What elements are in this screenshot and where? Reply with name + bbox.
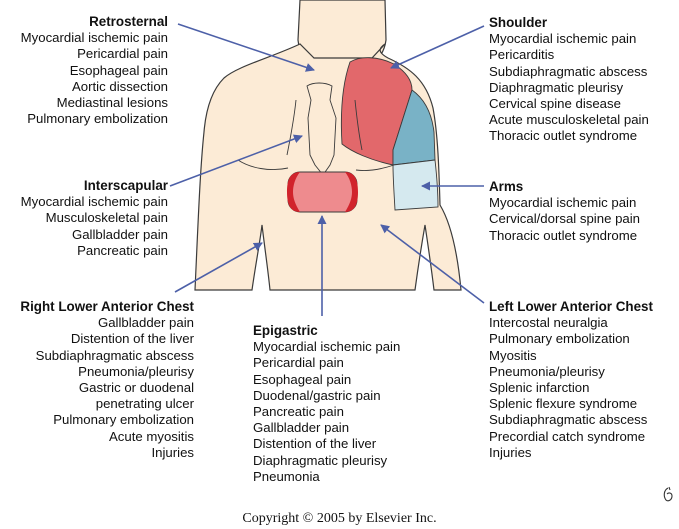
epigastric-block: Epigastric Myocardial ischemic pain Peri… xyxy=(253,323,400,485)
arms-block: Arms Myocardial ischemic pain Cervical/d… xyxy=(489,179,640,244)
arms-title: Arms xyxy=(489,179,524,194)
epigastric-cause: Duodenal/gastric pain xyxy=(253,387,381,403)
right-lower-chest-cause: Gastric or duodenal xyxy=(78,380,194,396)
sternum-outline xyxy=(306,82,337,176)
torso-illustration xyxy=(169,0,485,316)
arms-cause: Cervical/dorsal spine pain xyxy=(489,211,640,227)
left-lower-chest-cause: Intercostal neuralgia xyxy=(489,315,608,331)
right-lower-chest-cause: penetrating ulcer xyxy=(95,396,194,412)
chest-line-right xyxy=(354,99,363,151)
right-lower-chest-cause: Pulmonary embolization xyxy=(53,412,194,428)
shoulder-block: Shoulder Myocardial ischemic pain Perica… xyxy=(489,15,649,145)
retrosternal-cause: Pulmonary embolization xyxy=(27,111,168,127)
interscapular-cause: Myocardial ischemic pain xyxy=(20,194,168,210)
shoulder-cause: Myocardial ischemic pain xyxy=(489,31,637,47)
signature-mark-icon xyxy=(663,486,673,502)
left-lower-chest-cause: Pulmonary embolization xyxy=(489,331,630,347)
shoulder-arrow xyxy=(390,25,485,69)
retrosternal-arrow xyxy=(177,23,315,72)
shoulder-cause: Pericarditis xyxy=(489,47,555,63)
left-lower-chest-cause: Myositis xyxy=(489,347,537,363)
epigastric-cause: Pneumonia xyxy=(253,468,320,484)
chest-line-left xyxy=(286,99,297,156)
right-lower-chest-arrow xyxy=(174,242,263,293)
epigastric-pain-region xyxy=(287,171,358,213)
epigastric-cause: Gallbladder pain xyxy=(253,420,350,436)
epigastric-cause: Distention of the liver xyxy=(253,436,377,452)
arm-pain-region xyxy=(392,159,439,211)
interscapular-arrow xyxy=(169,134,303,187)
right-lower-chest-block: Right Lower Anterior Chest Gallbladder p… xyxy=(20,299,194,461)
shoulder-cause: Acute musculoskeletal pain xyxy=(489,112,649,128)
diagram-figure: Retrosternal Myocardial ischemic pain Pe… xyxy=(20,0,673,502)
left-lower-chest-cause: Splenic flexure syndrome xyxy=(489,396,638,412)
retrosternal-cause: Aortic dissection xyxy=(71,78,168,94)
left-lower-chest-block: Left Lower Anterior Chest Intercostal ne… xyxy=(489,299,653,461)
interscapular-cause: Gallbladder pain xyxy=(71,226,168,242)
interscapular-cause: Pancreatic pain xyxy=(77,242,168,258)
left-lower-chest-cause: Injuries xyxy=(489,444,532,460)
right-lower-chest-cause: Subdiaphragmatic abscess xyxy=(35,347,194,363)
epigastric-title: Epigastric xyxy=(253,323,318,338)
retrosternal-block: Retrosternal Myocardial ischemic pain Pe… xyxy=(21,14,168,127)
left-lower-chest-title: Left Lower Anterior Chest xyxy=(489,299,653,314)
epigastric-cause: Pericardial pain xyxy=(253,355,344,371)
epigastric-cause: Myocardial ischemic pain xyxy=(253,339,401,355)
right-lower-chest-cause: Distention of the liver xyxy=(70,331,194,347)
epigastric-left-accent xyxy=(287,172,300,212)
pectoral-line-right xyxy=(355,164,395,171)
left-lower-chest-cause: Precordial catch syndrome xyxy=(489,428,646,444)
right-lower-chest-cause: Injuries xyxy=(151,444,194,460)
retrosternal-cause: Mediastinal lesions xyxy=(56,95,168,111)
left-lower-chest-arrow xyxy=(380,224,485,304)
epigastric-right-accent xyxy=(345,172,358,212)
retrosternal-title: Retrosternal xyxy=(89,14,168,29)
epigastric-cause: Pancreatic pain xyxy=(253,404,344,420)
retrosternal-cause: Pericardial pain xyxy=(77,46,168,62)
pectoral-line-left xyxy=(237,159,289,171)
shoulder-title: Shoulder xyxy=(489,15,548,30)
shoulder-cause: Thoracic outlet syndrome xyxy=(489,128,638,144)
arms-cause: Myocardial ischemic pain xyxy=(489,195,637,211)
right-lower-chest-cause: Pneumonia/pleurisy xyxy=(78,363,194,379)
interscapular-block: Interscapular Myocardial ischemic pain M… xyxy=(21,178,168,259)
interscapular-cause: Musculoskeletal pain xyxy=(45,210,168,226)
epigastric-cause: Diaphragmatic pleurisy xyxy=(253,452,388,468)
left-lower-chest-cause: Subdiaphragmatic abscess xyxy=(489,412,648,428)
right-lower-chest-cause: Acute myositis xyxy=(108,428,194,444)
right-lower-chest-title: Right Lower Anterior Chest xyxy=(20,299,194,314)
retrosternal-cause: Myocardial ischemic pain xyxy=(20,30,168,46)
arms-cause: Thoracic outlet syndrome xyxy=(489,227,638,243)
epigastric-cause: Esophageal pain xyxy=(253,371,352,387)
retrosternal-cause: Esophageal pain xyxy=(69,62,168,78)
shoulder-cause: Subdiaphragmatic abscess xyxy=(489,63,648,79)
interscapular-title: Interscapular xyxy=(83,178,168,193)
shoulder-cause: Cervical spine disease xyxy=(489,96,621,112)
shoulder-cause: Diaphragmatic pleurisy xyxy=(489,79,624,95)
right-lower-chest-cause: Gallbladder pain xyxy=(97,315,194,331)
left-lower-chest-cause: Splenic infarction xyxy=(489,380,590,396)
copyright-notice: Copyright © 2005 by Elsevier Inc. xyxy=(242,511,437,526)
left-lower-chest-cause: Pneumonia/pleurisy xyxy=(489,363,605,379)
